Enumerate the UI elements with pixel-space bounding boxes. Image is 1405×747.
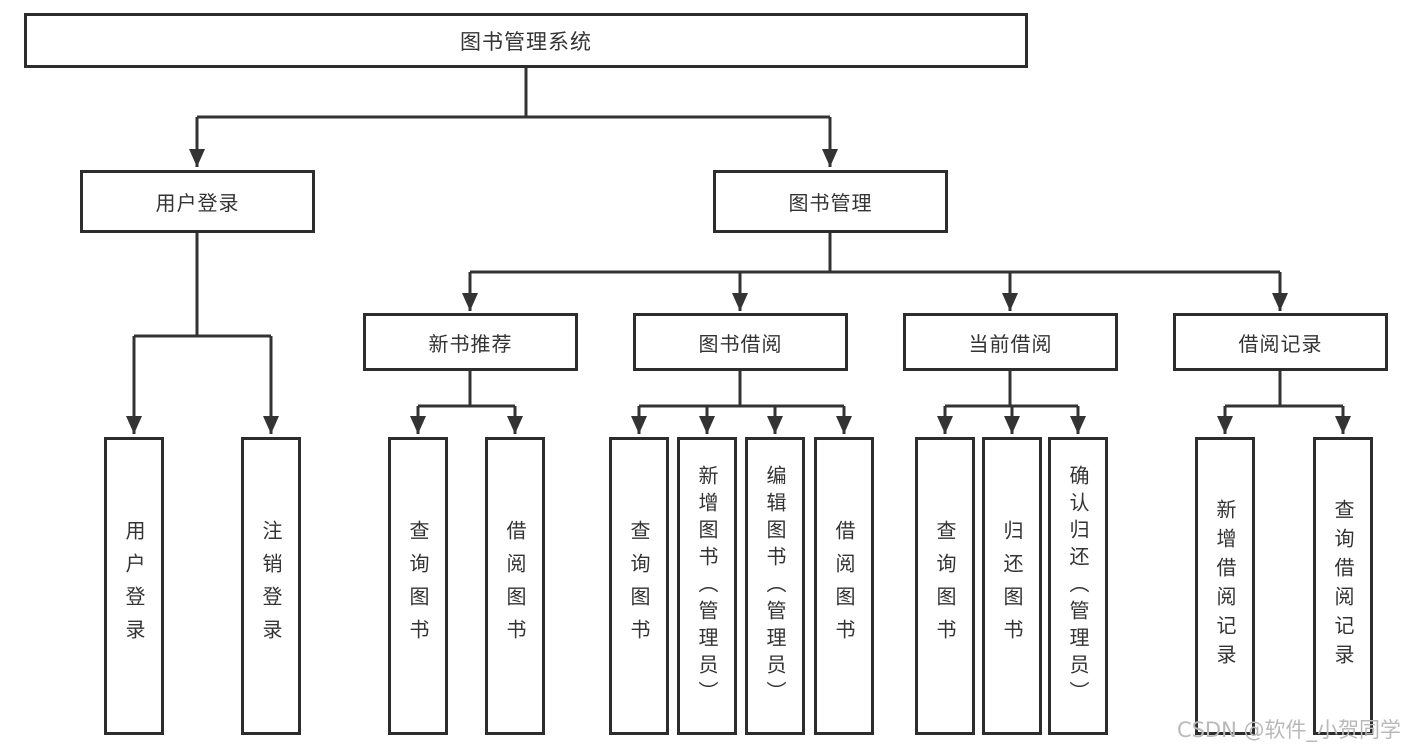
node-label: 新增图书（管理员）	[695, 464, 719, 708]
node-label: 查询图书	[933, 520, 957, 652]
leaf-query-books-recommend: 查询图书	[388, 437, 448, 735]
node-label: 用户登录	[155, 191, 240, 215]
leaf-add-books-admin: 新增图书（管理员）	[677, 437, 737, 735]
leaf-confirm-return-admin: 确认归还（管理员）	[1048, 437, 1108, 735]
node-borrow-records: 借阅记录	[1173, 313, 1388, 371]
node-book-management: 图书管理	[713, 170, 948, 233]
leaf-return-books: 归还图书	[982, 437, 1042, 735]
leaf-borrow-books: 借阅图书	[814, 437, 874, 735]
node-label: 借阅图书	[503, 520, 527, 652]
node-new-book-recommend: 新书推荐	[363, 313, 578, 371]
node-label: 查询图书	[627, 520, 651, 652]
leaf-query-books-borrow: 查询图书	[609, 437, 669, 735]
node-label: 新增借阅记录	[1213, 499, 1237, 673]
node-book-borrow: 图书借阅	[633, 313, 848, 371]
csdn-watermark: CSDN @软件_小贺同学	[1176, 718, 1401, 742]
node-user-login: 用户登录	[80, 170, 315, 233]
leaf-borrow-books-recommend: 借阅图书	[485, 437, 545, 735]
node-label: 图书借阅	[698, 331, 783, 356]
node-label: 借阅记录	[1238, 331, 1323, 356]
node-label: 确认归还（管理员）	[1066, 464, 1090, 708]
leaf-logout: 注销登录	[241, 437, 301, 735]
node-label: 注销登录	[259, 520, 283, 652]
node-label: 当前借阅	[968, 331, 1053, 356]
node-current-borrow: 当前借阅	[903, 313, 1118, 371]
node-label: 编辑图书（管理员）	[763, 464, 787, 708]
node-label: 借阅图书	[832, 520, 856, 652]
leaf-user-login: 用户登录	[104, 437, 164, 735]
node-label: 图书管理	[788, 191, 873, 215]
leaf-add-borrow-record: 新增借阅记录	[1195, 437, 1255, 735]
node-label: 查询图书	[406, 520, 430, 652]
node-label: 新书推荐	[428, 331, 513, 356]
node-label: 用户登录	[122, 520, 146, 652]
node-library-system: 图书管理系统	[24, 13, 1028, 68]
node-label: 归还图书	[1000, 520, 1024, 652]
leaf-query-borrow-record: 查询借阅记录	[1313, 437, 1373, 735]
leaf-edit-books-admin: 编辑图书（管理员）	[745, 437, 805, 735]
leaf-query-books-current: 查询图书	[915, 437, 975, 735]
node-label: 查询借阅记录	[1331, 499, 1355, 673]
node-label: 图书管理系统	[460, 29, 592, 54]
